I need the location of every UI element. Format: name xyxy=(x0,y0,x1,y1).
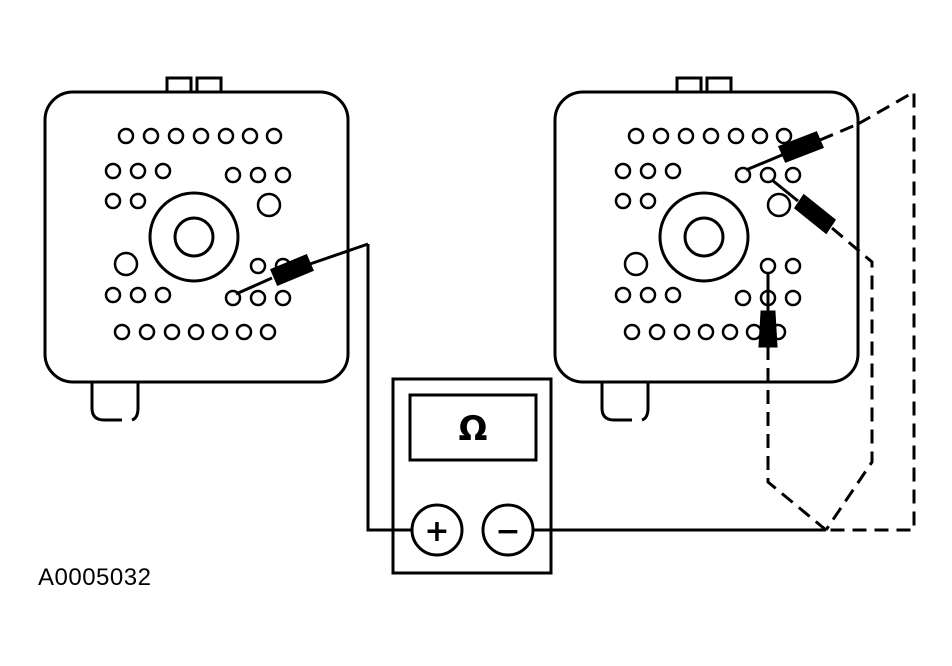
right-probe-lower xyxy=(758,274,827,532)
left-connector-latch xyxy=(90,382,140,422)
left-connector-top-tab xyxy=(165,76,223,92)
left-probe xyxy=(235,242,369,296)
ohm-symbol: Ω xyxy=(459,409,488,449)
ohmmeter xyxy=(391,377,553,575)
right-connector-top-tab xyxy=(675,76,733,92)
right-probe-middle xyxy=(771,178,874,531)
left-connector-center-hole xyxy=(173,216,215,258)
positive-terminal-label: + xyxy=(424,514,449,549)
positive-lead xyxy=(366,244,412,532)
left-connector xyxy=(43,76,369,422)
ohmmeter-display xyxy=(408,393,538,462)
left-connector-center-ring xyxy=(148,191,240,283)
right-connector xyxy=(553,76,916,532)
right-connector-center-ring xyxy=(658,191,750,283)
negative-terminal-label: − xyxy=(495,514,520,549)
right-probe-upper xyxy=(745,89,916,532)
ohmmeter-body xyxy=(391,377,553,575)
left-connector-pins xyxy=(104,127,292,341)
right-connector-center-hole xyxy=(683,216,725,258)
figure-id: A0005032 xyxy=(38,564,152,591)
right-connector-latch xyxy=(600,382,650,422)
